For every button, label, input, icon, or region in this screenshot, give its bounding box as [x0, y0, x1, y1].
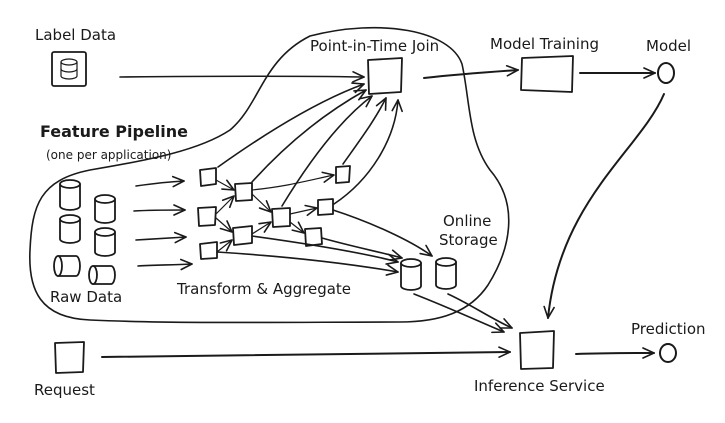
raw-data-label: Raw Data	[50, 288, 123, 306]
one-per-application-label: (one per application)	[46, 148, 172, 162]
features-to-storage-arrows	[216, 209, 433, 276]
feature-pipeline-boundary	[29, 26, 510, 324]
storage-to-inference-arrow-2	[447, 293, 513, 329]
storage-to-inference-arrow-1	[413, 293, 505, 334]
online-storage-label-line2: Storage	[439, 231, 498, 249]
database-icon	[53, 255, 81, 277]
features-to-join-arrows	[119, 71, 403, 207]
request-to-inference-arrow	[101, 346, 511, 358]
database-icon	[59, 214, 81, 244]
prediction-label: Prediction	[631, 320, 706, 338]
inference-service-label: Inference Service	[474, 377, 605, 395]
model-label: Model	[646, 37, 692, 55]
transform-nodes	[197, 165, 351, 260]
request-label: Request	[34, 381, 95, 399]
raw-data-sources	[53, 179, 116, 285]
transform-internal-arrows	[215, 171, 335, 253]
inference-service-box	[519, 330, 555, 370]
join-to-training-arrow	[423, 64, 519, 79]
model-training-box	[520, 55, 574, 93]
database-icon	[94, 194, 116, 224]
database-icon	[59, 179, 81, 211]
request-icon	[54, 341, 85, 374]
prediction-node	[659, 343, 677, 363]
model-to-inference-arrow	[543, 93, 665, 319]
database-icon	[94, 227, 116, 257]
point-in-time-join-box	[367, 57, 403, 95]
label-data-label: Label Data	[35, 26, 117, 44]
label-data-icon	[51, 51, 87, 87]
inference-to-prediction-arrow	[575, 347, 655, 359]
online-storage-label-line1: Online	[443, 212, 492, 230]
raw-to-transform-arrows	[133, 175, 193, 271]
transform-aggregate-label: Transform & Aggregate	[177, 280, 352, 298]
online-storage-icon	[400, 257, 457, 291]
database-icon	[88, 265, 116, 285]
feature-pipeline-title: Feature Pipeline	[40, 122, 189, 141]
model-node	[657, 62, 675, 84]
model-training-label: Model Training	[490, 35, 599, 53]
point-in-time-join-label: Point-in-Time Join	[310, 37, 440, 55]
